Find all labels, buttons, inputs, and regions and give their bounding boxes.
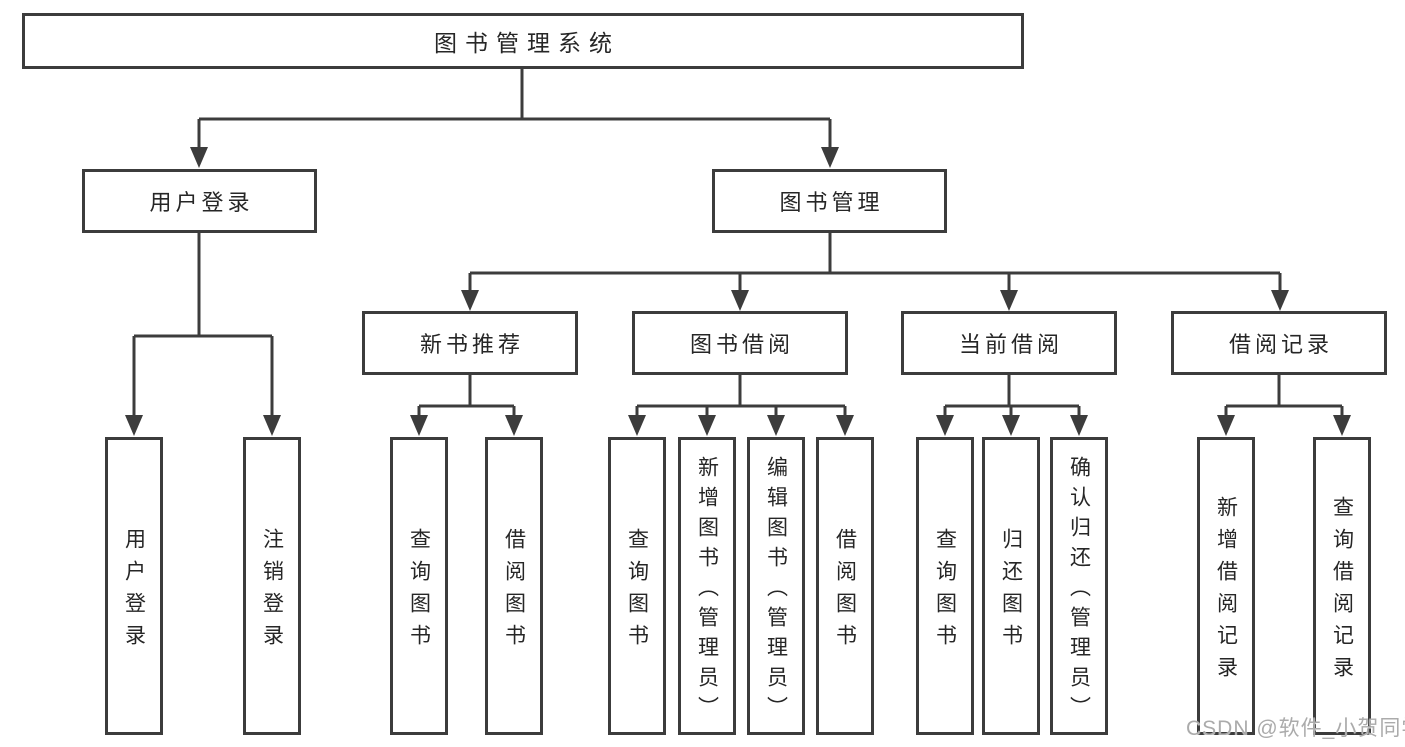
- node-book-management: 图书管理: [712, 169, 947, 233]
- arrowhead-down-icon: [505, 415, 523, 436]
- leaf-label: 借阅图书: [502, 527, 526, 656]
- leaf-logout: 注销登录: [243, 437, 301, 735]
- arrowhead-down-icon: [1333, 415, 1351, 436]
- arrowhead-down-icon: [1217, 415, 1235, 436]
- arrowhead-down-icon: [698, 415, 716, 436]
- leaf-label: 新增借阅记录: [1214, 495, 1238, 688]
- arrowhead-down-icon: [190, 147, 208, 168]
- node-book-borrowing: 图书借阅: [632, 311, 848, 375]
- arrowhead-down-icon: [410, 415, 428, 436]
- leaf-label: 新增图书（管理员）: [695, 455, 719, 726]
- leaf-label: 查询图书: [933, 527, 957, 656]
- leaf-return-books: 归还图书: [982, 437, 1040, 735]
- leaf-label: 查询图书: [407, 527, 431, 656]
- leaf-user-login: 用户登录: [105, 437, 163, 735]
- arrowhead-down-icon: [1271, 290, 1289, 311]
- arrowhead-down-icon: [1002, 415, 1020, 436]
- tree-edges: [132, 69, 1344, 422]
- arrowhead-down-icon: [461, 290, 479, 311]
- arrowhead-down-icon: [263, 415, 281, 436]
- arrowhead-down-icon: [125, 415, 143, 436]
- arrowhead-down-icon: [731, 290, 749, 311]
- node-book-management-system: 图书管理系统: [22, 13, 1024, 69]
- leaf-add-books-admin: 新增图书（管理员）: [678, 437, 736, 735]
- arrowhead-down-icon: [821, 147, 839, 168]
- arrowhead-down-icon: [628, 415, 646, 436]
- arrowhead-down-group: [125, 147, 1351, 436]
- leaf-label: 确认归还（管理员）: [1067, 455, 1091, 726]
- node-user-login: 用户登录: [82, 169, 317, 233]
- leaf-label: 用户登录: [122, 527, 146, 656]
- node-new-book-recommend: 新书推荐: [362, 311, 578, 375]
- leaf-query-books-borrowing: 查询图书: [608, 437, 666, 735]
- leaf-query-borrow-record: 查询借阅记录: [1313, 437, 1371, 735]
- arrowhead-down-icon: [1070, 415, 1088, 436]
- leaf-label: 归还图书: [999, 527, 1023, 656]
- leaf-label: 查询图书: [625, 527, 649, 656]
- leaf-query-books-current: 查询图书: [916, 437, 974, 735]
- node-current-borrowing: 当前借阅: [901, 311, 1117, 375]
- arrowhead-down-icon: [936, 415, 954, 436]
- leaf-confirm-return-admin: 确认归还（管理员）: [1050, 437, 1108, 735]
- arrowhead-down-icon: [767, 415, 785, 436]
- csdn-watermark: CSDN @软件_小贺同学: [1186, 717, 1405, 740]
- leaf-borrow-books-recommend: 借阅图书: [485, 437, 543, 735]
- arrowhead-down-icon: [1000, 290, 1018, 311]
- leaf-borrow-books-borrowing: 借阅图书: [816, 437, 874, 735]
- arrowhead-down-icon: [836, 415, 854, 436]
- leaf-query-books-recommend: 查询图书: [390, 437, 448, 735]
- leaf-label: 注销登录: [260, 527, 284, 656]
- leaf-label: 借阅图书: [833, 527, 857, 656]
- leaf-edit-books-admin: 编辑图书（管理员）: [747, 437, 805, 735]
- leaf-add-borrow-record: 新增借阅记录: [1197, 437, 1255, 735]
- node-borrowing-records: 借阅记录: [1171, 311, 1387, 375]
- leaf-label: 查询借阅记录: [1330, 495, 1354, 688]
- leaf-label: 编辑图书（管理员）: [764, 455, 788, 726]
